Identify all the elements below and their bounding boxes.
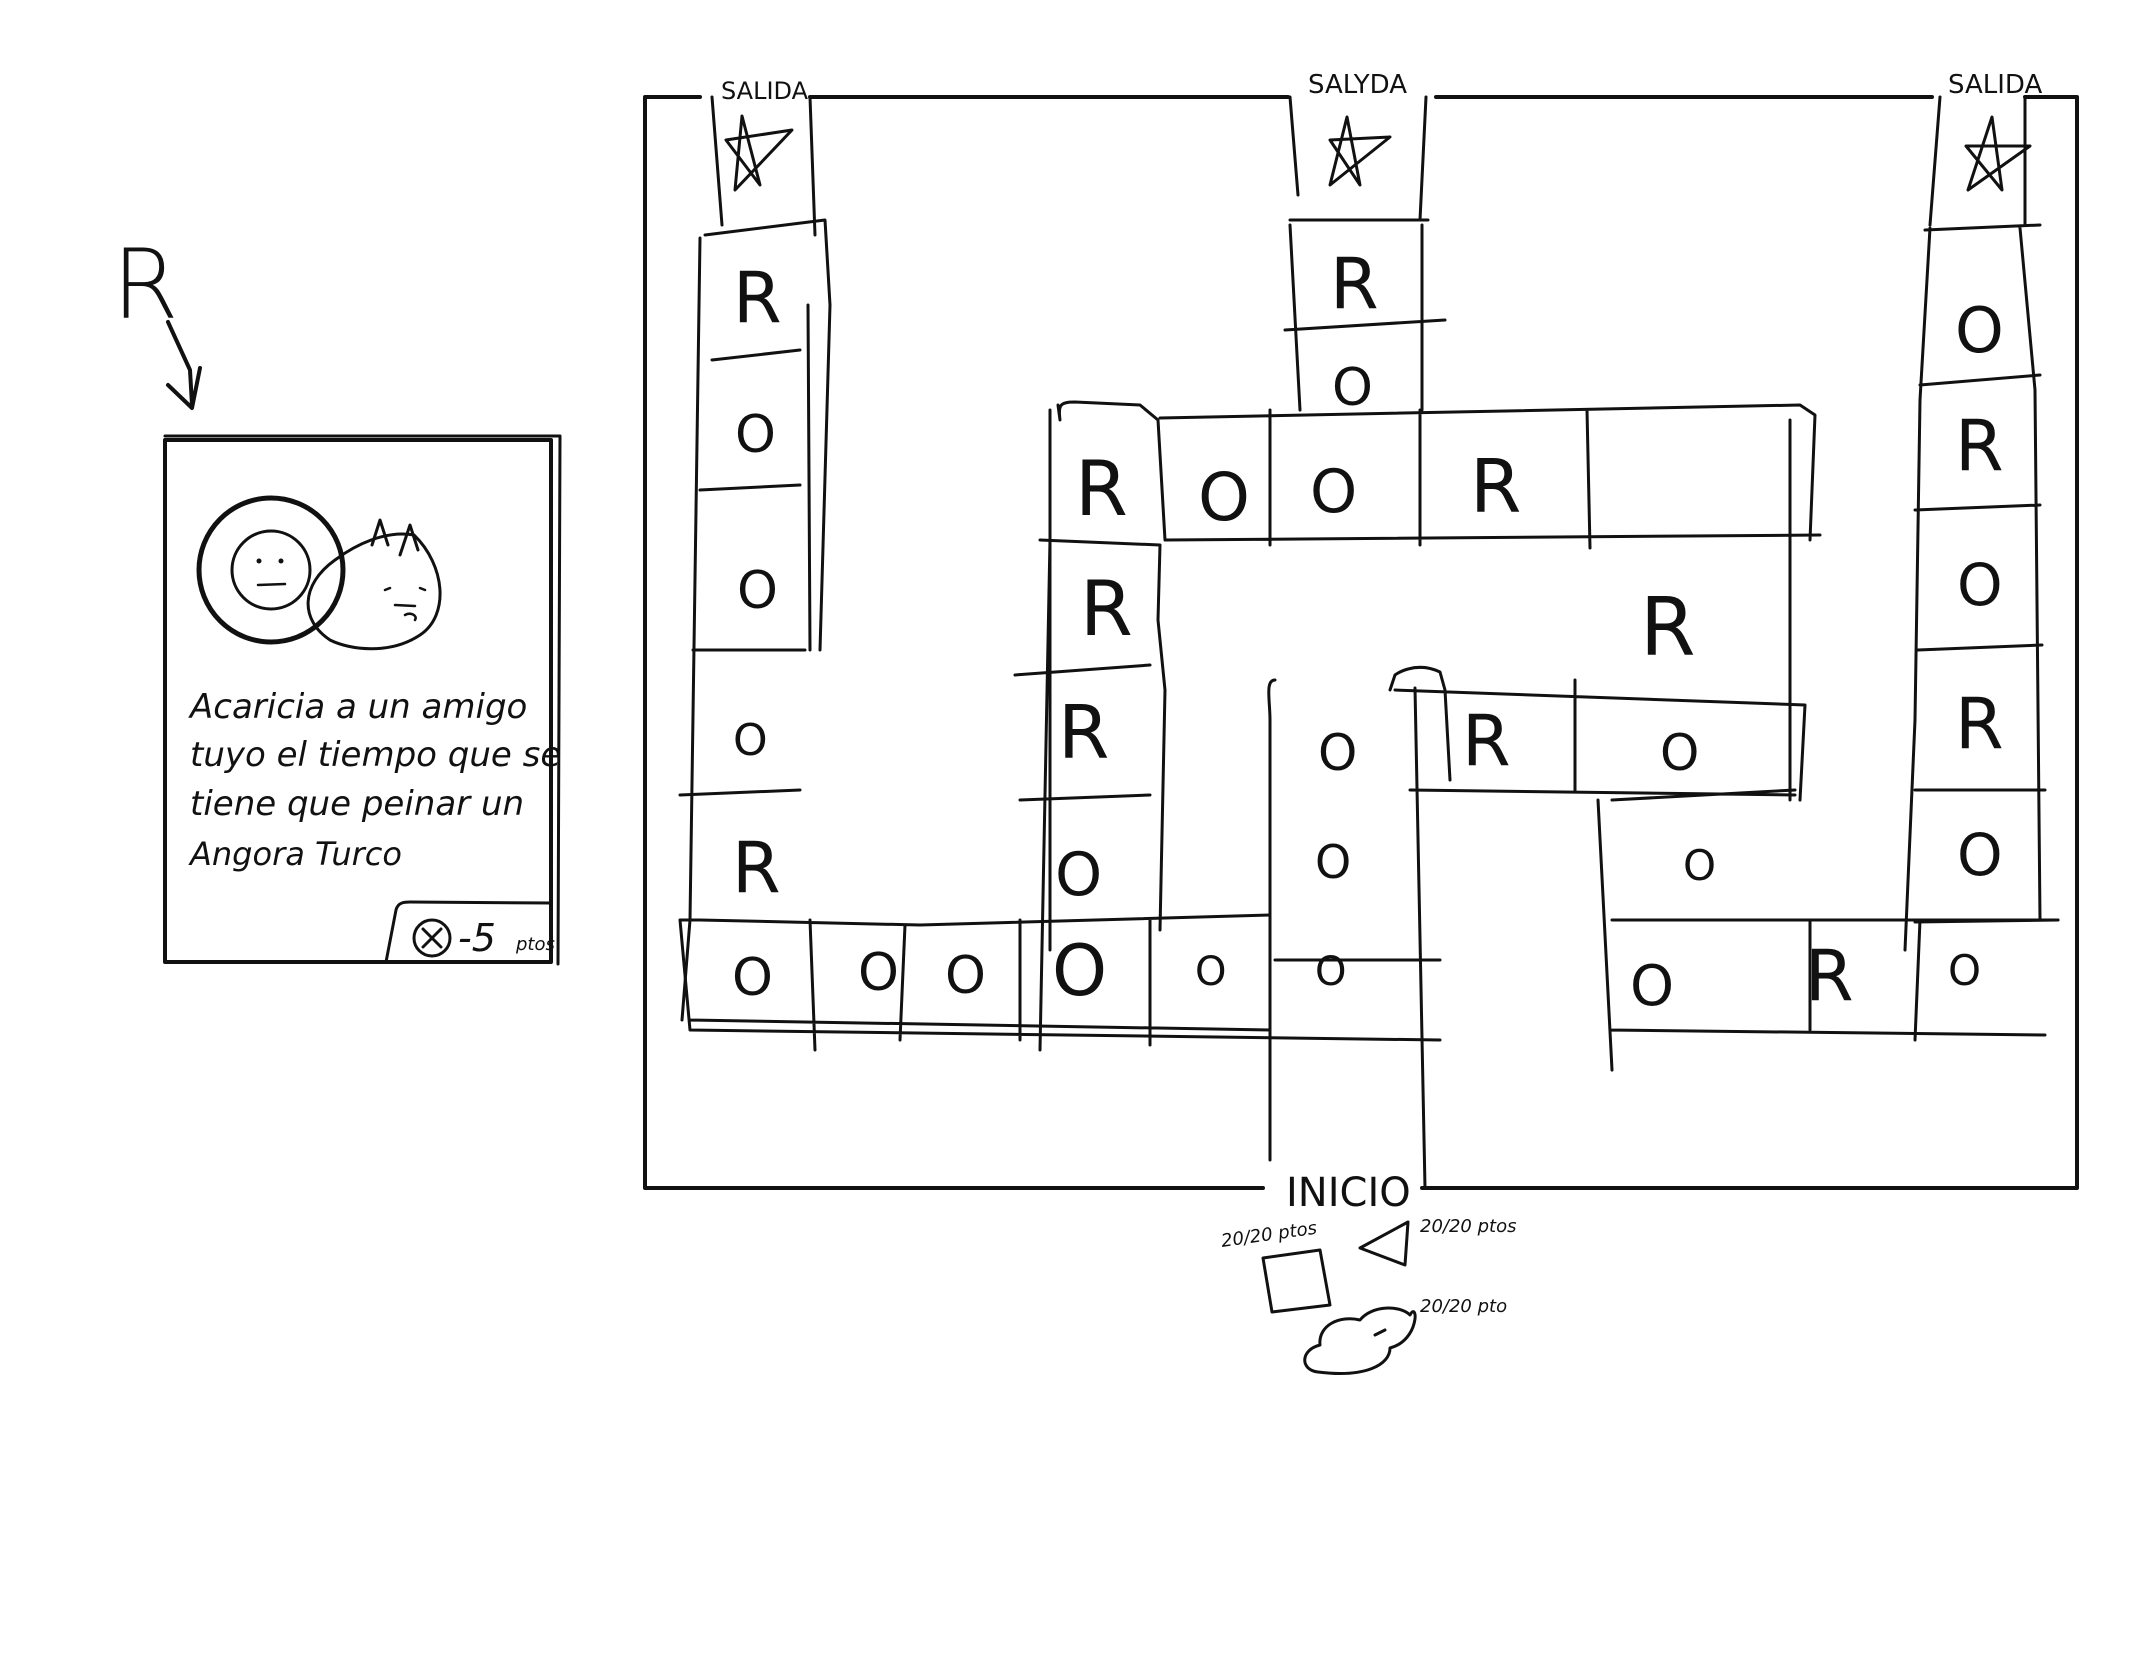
cell-center-lower: O xyxy=(1315,835,1351,889)
cell-right-5: O xyxy=(1957,821,2003,889)
cell-bottom-2: O xyxy=(858,943,899,1003)
cell-bottom-1: O xyxy=(732,948,773,1008)
square-icon xyxy=(1261,1248,1332,1314)
cell-bottom-4: O xyxy=(1052,930,1107,1012)
cell-top-2: O xyxy=(1198,459,1250,536)
arrow-down-icon xyxy=(166,320,202,410)
triangle-icon xyxy=(1358,1220,1410,1267)
cell-bottom-right-1: O xyxy=(1630,954,1674,1019)
card-panel: R Acaricia a un amigo tuyo el tiempo que… xyxy=(112,229,562,966)
cell-center-1: R xyxy=(1330,243,1379,325)
score-legend: 20/20 ptos 20/20 ptos 20/20 pto xyxy=(1220,1216,1516,1375)
cloud-icon xyxy=(1303,1306,1417,1375)
cell-bottom-right-3: O xyxy=(1948,946,1981,995)
cell-inner-left-3: O xyxy=(1055,840,1102,910)
cell-bottom-3: O xyxy=(945,946,986,1006)
square-score: 20/20 ptos xyxy=(1220,1218,1332,1314)
cell-middle-2: R xyxy=(1462,700,1511,782)
cross-circle-icon xyxy=(412,918,452,958)
cell-inner-right-r: R xyxy=(1640,581,1696,674)
star-icon xyxy=(724,114,794,192)
cloud-score: 20/20 pto xyxy=(1303,1296,1507,1375)
cell-inner-left-2: R xyxy=(1058,690,1109,776)
cell-right-3: O xyxy=(1957,551,2003,619)
cell-left-4: O xyxy=(733,715,768,766)
cell-middle-3: O xyxy=(1660,724,1699,782)
exit-label-right: SALIDA xyxy=(1948,70,2042,100)
card-text-line-3: tiene que peinar un xyxy=(190,784,524,824)
card-frame xyxy=(163,438,553,964)
cell-right-1: O xyxy=(1955,294,2004,367)
star-icon xyxy=(1328,115,1392,187)
exit-label-left: SALIDA xyxy=(721,77,809,105)
card-text-line-2: tuyo el tiempo que se xyxy=(190,735,561,775)
cell-top-1: R xyxy=(1075,444,1128,533)
cloud-score-label: 20/20 pto xyxy=(1420,1296,1507,1317)
cell-top-3: O xyxy=(1310,457,1357,527)
board-frame xyxy=(643,95,2079,1190)
cell-left-2: O xyxy=(735,405,776,465)
start-label: INICIO xyxy=(1286,1170,1411,1216)
cell-inner-left-1: R xyxy=(1080,564,1133,653)
cell-right-inner-lower: O xyxy=(1683,841,1716,890)
cell-bottom-5: O xyxy=(1195,949,1226,995)
cell-bottom-right-2: R xyxy=(1805,935,1854,1017)
card-text-line-4: Angora Turco xyxy=(188,835,402,873)
card-penalty-unit: ptos xyxy=(515,934,555,955)
cell-right-4: R xyxy=(1955,683,2004,765)
cell-bottom-6: O xyxy=(1315,949,1346,995)
cell-middle-1: O xyxy=(1318,724,1357,782)
neutral-face-icon xyxy=(196,495,346,645)
card-text-line-1: Acaricia a un amigo xyxy=(188,687,527,727)
star-icon xyxy=(1964,115,2032,192)
cat-face-icon xyxy=(306,518,442,651)
square-score-label: 20/20 ptos xyxy=(1220,1218,1318,1252)
cell-left-3: O xyxy=(737,561,778,621)
game-board: SALIDA SALYDA SALIDA INICIO xyxy=(643,70,2079,1216)
exit-label-center: SALYDA xyxy=(1308,70,1407,100)
cell-center-2: O xyxy=(1332,358,1373,418)
triangle-score-label: 20/20 ptos xyxy=(1420,1216,1516,1237)
card-penalty-value: -5 xyxy=(458,916,496,960)
cell-right-2: R xyxy=(1955,405,2004,487)
cell-left-1: R xyxy=(733,257,782,339)
triangle-score: 20/20 ptos xyxy=(1358,1216,1516,1267)
cell-left-5: R xyxy=(732,827,781,909)
cell-top-4: R xyxy=(1470,444,1521,530)
